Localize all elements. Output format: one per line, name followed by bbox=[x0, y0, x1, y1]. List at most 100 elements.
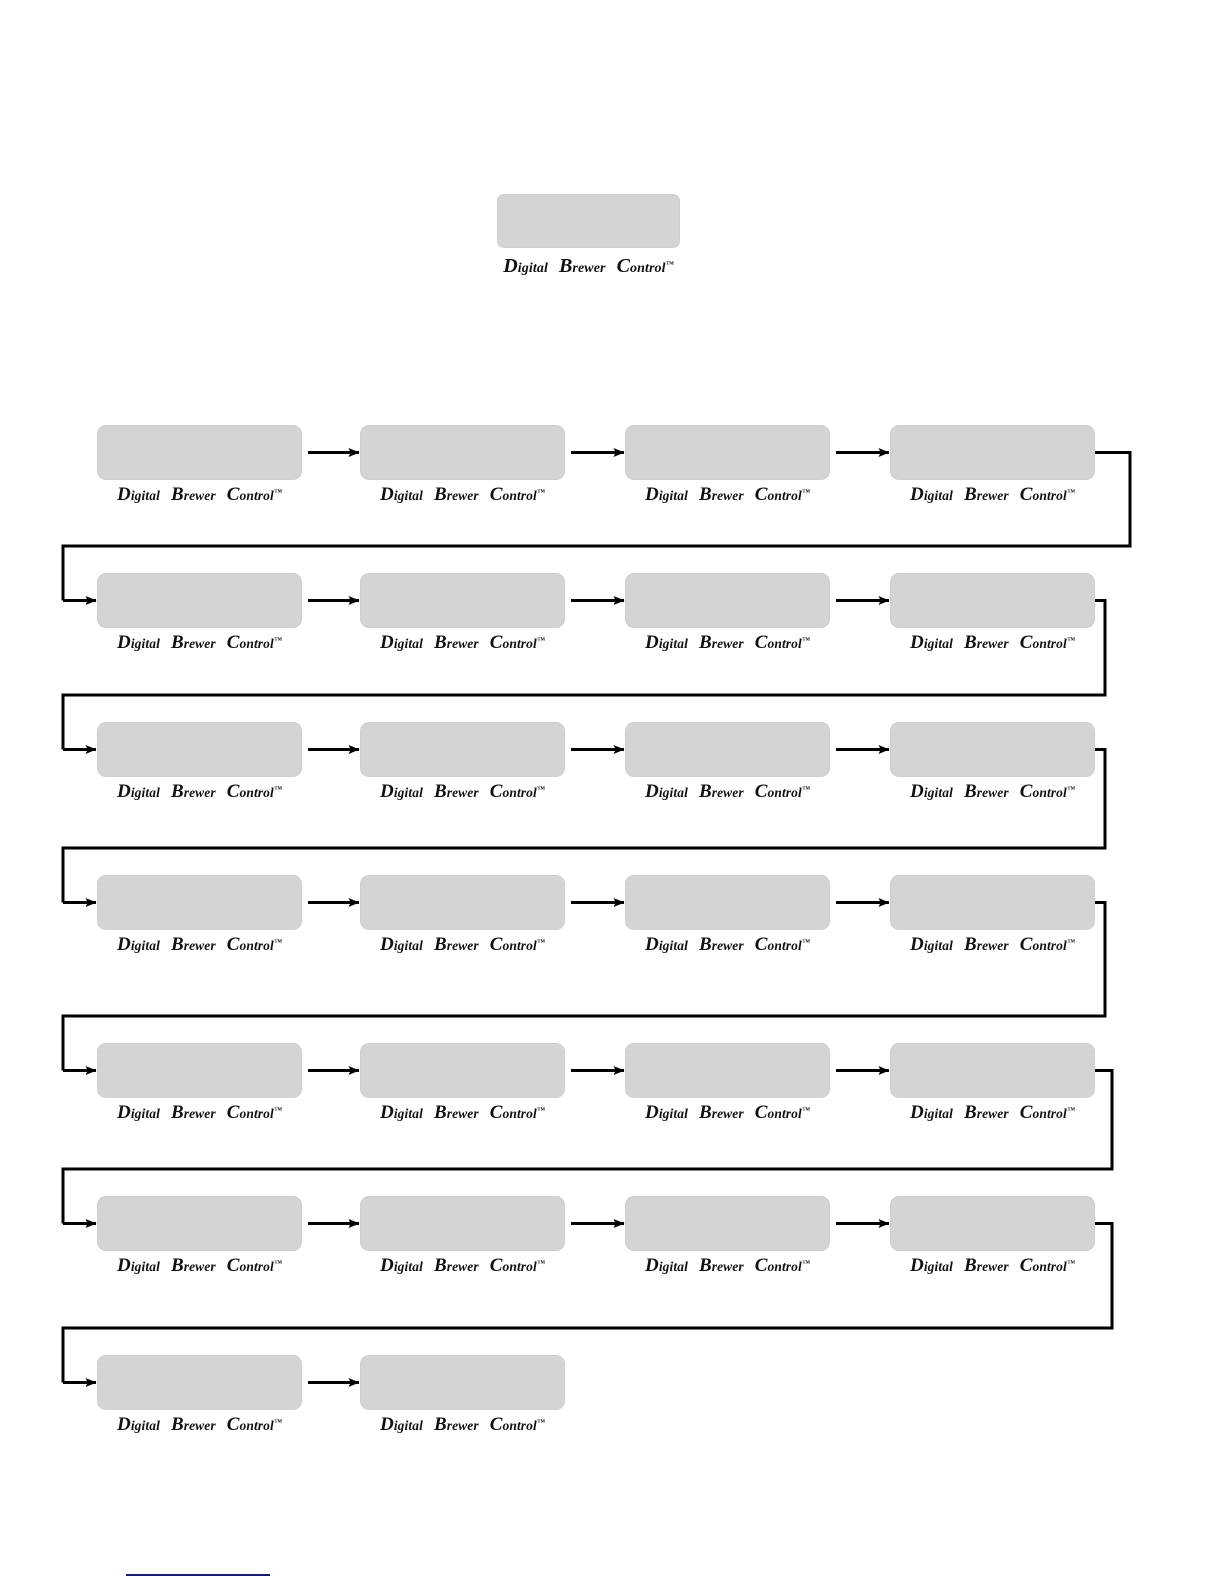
flow-node-box[interactable] bbox=[625, 573, 830, 628]
flow-node-box[interactable] bbox=[97, 1043, 302, 1098]
brand-dropcap-c: C bbox=[226, 484, 240, 505]
brand-dropcap-c: C bbox=[226, 1255, 240, 1276]
trademark-symbol: ™ bbox=[273, 635, 282, 645]
brand-dropcap-d: D bbox=[910, 781, 924, 802]
brand-dropcap-b: B bbox=[698, 781, 712, 802]
brand-word-digital: Digital bbox=[910, 484, 953, 505]
brand-dropcap-b: B bbox=[170, 484, 184, 505]
brand-dropcap-d: D bbox=[117, 632, 131, 653]
trademark-symbol: ™ bbox=[801, 784, 810, 794]
brand-dropcap-c: C bbox=[754, 934, 768, 955]
flow-node-box[interactable] bbox=[360, 425, 565, 480]
brand-word-digital: Digital bbox=[645, 1102, 688, 1123]
brand-dropcap-d: D bbox=[380, 1102, 394, 1123]
flow-node-box[interactable] bbox=[890, 875, 1095, 930]
flow-node-box[interactable] bbox=[890, 1196, 1095, 1251]
brand-word-brewer: Brewer bbox=[698, 632, 744, 653]
brand-dropcap-d: D bbox=[117, 1255, 131, 1276]
flow-node-box[interactable] bbox=[625, 425, 830, 480]
brand-dropcap-c: C bbox=[489, 1102, 503, 1123]
brand-word-control: Control™ bbox=[226, 1102, 282, 1123]
flow-node-box[interactable] bbox=[97, 1355, 302, 1410]
brand-dropcap-b: B bbox=[698, 934, 712, 955]
flow-node-box[interactable] bbox=[97, 1196, 302, 1251]
flow-node-box[interactable] bbox=[625, 1196, 830, 1251]
flow-node-box[interactable] bbox=[97, 722, 302, 777]
flow-node-box[interactable] bbox=[890, 425, 1095, 480]
brand-dropcap-c: C bbox=[489, 781, 503, 802]
flow-node-caption: Digital Brewer Control™ bbox=[625, 633, 830, 652]
flow-node-box[interactable] bbox=[360, 573, 565, 628]
brand-dropcap-b: B bbox=[433, 1255, 447, 1276]
brand-dropcap-c: C bbox=[754, 484, 768, 505]
brand-word-brewer: Brewer bbox=[698, 484, 744, 505]
flow-node-box[interactable] bbox=[890, 722, 1095, 777]
flow-node-box[interactable] bbox=[625, 1043, 830, 1098]
brand-dropcap-b: B bbox=[698, 1255, 712, 1276]
brand-word-brewer: Brewer bbox=[698, 934, 744, 955]
trademark-symbol: ™ bbox=[801, 487, 810, 497]
flow-node-box[interactable] bbox=[360, 1355, 565, 1410]
brand-dropcap-b: B bbox=[170, 632, 184, 653]
brand-word-digital: Digital bbox=[910, 1102, 953, 1123]
brand-dropcap-c: C bbox=[1019, 1255, 1033, 1276]
brand-word-brewer: Brewer bbox=[433, 632, 479, 653]
brand-word-brewer: Brewer bbox=[170, 484, 216, 505]
brand-word-digital: Digital bbox=[645, 632, 688, 653]
brand-dropcap-c: C bbox=[489, 1255, 503, 1276]
trademark-symbol: ™ bbox=[665, 259, 674, 269]
brand-dropcap-c: C bbox=[226, 934, 240, 955]
brand-dropcap-c: C bbox=[226, 632, 240, 653]
brand-word-control: Control™ bbox=[754, 632, 810, 653]
brand-word-control: Control™ bbox=[226, 781, 282, 802]
brand-word-brewer: Brewer bbox=[698, 1255, 744, 1276]
flow-node-box[interactable] bbox=[890, 1043, 1095, 1098]
flow-node-box[interactable] bbox=[360, 875, 565, 930]
brand-dropcap-d: D bbox=[645, 1102, 659, 1123]
flow-node-box[interactable] bbox=[97, 425, 302, 480]
trademark-symbol: ™ bbox=[536, 1105, 545, 1115]
brand-word-control: Control™ bbox=[489, 1255, 545, 1276]
trademark-symbol: ™ bbox=[536, 1258, 545, 1268]
flow-node-box[interactable] bbox=[360, 722, 565, 777]
brand-word-digital: Digital bbox=[117, 781, 160, 802]
flow-node-box[interactable] bbox=[625, 875, 830, 930]
brand-word-control: Control™ bbox=[754, 1102, 810, 1123]
brand-word-control: Control™ bbox=[1019, 1255, 1075, 1276]
brand-dropcap-b: B bbox=[698, 484, 712, 505]
brand-dropcap-d: D bbox=[117, 1102, 131, 1123]
trademark-symbol: ™ bbox=[273, 1258, 282, 1268]
trademark-symbol: ™ bbox=[1066, 635, 1075, 645]
brand-word-control: Control™ bbox=[489, 1414, 545, 1435]
brand-word-control: Control™ bbox=[226, 934, 282, 955]
brand-dropcap-d: D bbox=[503, 255, 518, 277]
brand-dropcap-c: C bbox=[1019, 632, 1033, 653]
brand-dropcap-d: D bbox=[117, 781, 131, 802]
brand-dropcap-c: C bbox=[226, 781, 240, 802]
brand-dropcap-b: B bbox=[170, 1414, 184, 1435]
brand-word-control: Control™ bbox=[489, 781, 545, 802]
flow-node-box[interactable] bbox=[360, 1196, 565, 1251]
flow-node-box[interactable] bbox=[890, 573, 1095, 628]
brand-dropcap-c: C bbox=[754, 1255, 768, 1276]
brand-dropcap-c: C bbox=[1019, 484, 1033, 505]
brand-dropcap-d: D bbox=[380, 1414, 394, 1435]
brand-word-digital: Digital bbox=[117, 934, 160, 955]
flow-node-box[interactable] bbox=[97, 875, 302, 930]
brand-dropcap-d: D bbox=[910, 484, 924, 505]
flow-node-box[interactable] bbox=[625, 722, 830, 777]
brand-word-brewer: Brewer bbox=[170, 632, 216, 653]
flow-node-box[interactable] bbox=[97, 573, 302, 628]
brand-word-digital: Digital bbox=[645, 781, 688, 802]
brand-dropcap-b: B bbox=[963, 934, 977, 955]
trademark-symbol: ™ bbox=[801, 1105, 810, 1115]
flow-node-box[interactable] bbox=[360, 1043, 565, 1098]
brand-dropcap-c: C bbox=[1019, 1102, 1033, 1123]
